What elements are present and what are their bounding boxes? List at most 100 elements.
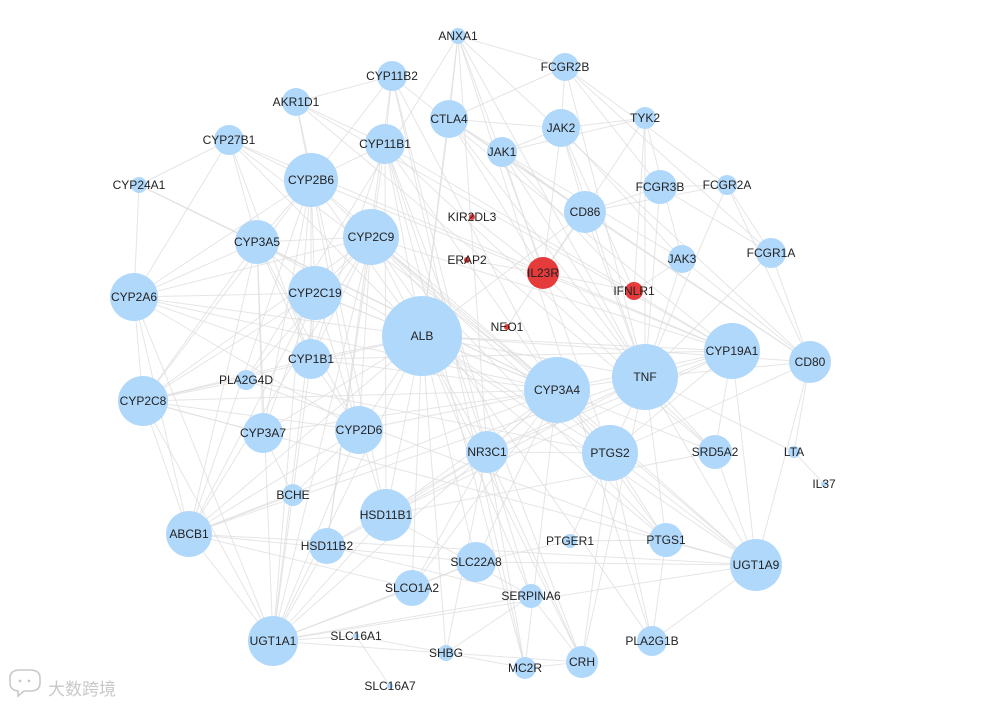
node-label-ifnlr1: IFNLR1 <box>613 284 655 298</box>
node-fcgr2a[interactable] <box>717 175 737 195</box>
edge-cyp2b6-abcb1 <box>188 179 312 535</box>
node-il23r[interactable] <box>527 257 559 289</box>
edge-cyp2b6-cyp19a1 <box>310 179 733 352</box>
node-label-alb: ALB <box>411 329 434 343</box>
node-cyp2b6[interactable] <box>284 153 338 207</box>
node-il37[interactable] <box>821 481 827 487</box>
node-serpina6[interactable] <box>519 584 543 608</box>
node-mc2r[interactable] <box>514 657 536 679</box>
node-cyp1b1[interactable] <box>291 339 331 379</box>
node-label-hsd11b1: HSD11B1 <box>360 508 413 522</box>
node-label-hsd11b2: HSD11B2 <box>301 539 354 553</box>
node-label-ptgs2: PTGS2 <box>590 446 630 460</box>
node-neo1[interactable] <box>504 324 510 330</box>
node-ptgs1[interactable] <box>649 523 683 557</box>
node-cyp24a1[interactable] <box>131 177 147 193</box>
edge-cyp3a4-cyp2c8 <box>142 389 558 402</box>
node-jak2[interactable] <box>542 109 580 147</box>
node-label-slc16a7: SLC16A7 <box>364 679 416 693</box>
node-cyp19a1[interactable] <box>704 323 760 379</box>
node-akr1d1[interactable] <box>282 88 310 116</box>
node-cyp2a6[interactable] <box>110 273 158 321</box>
node-slc16a1[interactable] <box>353 633 359 639</box>
node-ugt1a1[interactable] <box>248 616 298 666</box>
node-slco1a2[interactable] <box>394 570 430 606</box>
edge-cyp2c9-cyp2a6 <box>133 236 372 298</box>
node-label-cd86: CD86 <box>570 205 601 219</box>
edge-cd80-jak3 <box>681 258 811 363</box>
node-abcb1[interactable] <box>166 511 212 557</box>
node-label-cyp2c19: CYP2C19 <box>288 286 342 300</box>
edge-cyp2d6-cyp2c8 <box>142 400 360 431</box>
node-tnf[interactable] <box>612 344 678 410</box>
node-label-crh: CRH <box>569 655 595 669</box>
node-cyp2c9[interactable] <box>343 209 399 265</box>
node-label-serpina6: SERPINA6 <box>501 589 561 603</box>
node-label-cyp3a4: CYP3A4 <box>534 383 580 397</box>
node-ctla4[interactable] <box>430 100 468 138</box>
edge-cyp3a4-cyp11b2 <box>391 75 558 391</box>
node-kir2dl3[interactable] <box>469 214 475 220</box>
node-hsd11b1[interactable] <box>360 489 412 541</box>
edge-cyp2d6-abcb1 <box>188 429 360 535</box>
edge-alb-ugt1a1 <box>272 335 423 642</box>
edge-cyp2b6-cyp2c8 <box>142 179 312 402</box>
node-cyp2c8[interactable] <box>118 376 168 426</box>
node-label-cyp2b6: CYP2B6 <box>288 173 334 187</box>
node-hsd11b2[interactable] <box>309 528 345 564</box>
node-ifnlr1[interactable] <box>625 282 643 300</box>
node-fcgr2b[interactable] <box>551 53 579 81</box>
node-label-cyp11b1: CYP11B1 <box>359 137 411 151</box>
edge-cyp11b2-akr1d1 <box>295 75 393 103</box>
node-bche[interactable] <box>282 484 304 506</box>
edge-nr3c1-hsd11b2 <box>326 451 488 547</box>
edge-layer <box>133 35 825 687</box>
node-cyp11b2[interactable] <box>377 61 407 91</box>
node-label-fcgr2b: FCGR2B <box>541 60 590 74</box>
node-label-cyp3a7: CYP3A7 <box>240 426 286 440</box>
node-label-erap2: ERAP2 <box>447 253 487 267</box>
node-label-jak2: JAK2 <box>547 121 576 135</box>
edge-cyp2d6-cyp3a5 <box>256 241 360 431</box>
edge-serpina6-shbg <box>445 595 532 654</box>
node-label-cyp2c9: CYP2C9 <box>348 230 395 244</box>
node-slc16a7[interactable] <box>387 683 393 689</box>
node-nr3c1[interactable] <box>466 431 508 473</box>
node-ugt1a9[interactable] <box>730 539 782 591</box>
node-pla2g1b[interactable] <box>637 626 667 656</box>
edge-crh-shbg <box>445 652 583 663</box>
node-cd86[interactable] <box>564 191 606 233</box>
node-pla2g4d[interactable] <box>236 370 256 390</box>
node-anxa1[interactable] <box>450 28 466 44</box>
node-crh[interactable] <box>566 646 598 678</box>
node-label-akr1d1: AKR1D1 <box>273 95 320 109</box>
node-cyp3a5[interactable] <box>235 220 279 264</box>
node-fcgr3b[interactable] <box>643 170 677 204</box>
node-cyp11b1[interactable] <box>365 124 405 164</box>
node-erap2[interactable] <box>464 257 470 263</box>
node-ptgs2[interactable] <box>582 425 638 481</box>
node-label-ptgs1: PTGS1 <box>646 533 686 547</box>
node-ptger1[interactable] <box>563 534 577 548</box>
node-cyp3a7[interactable] <box>243 413 283 453</box>
node-alb[interactable] <box>382 296 462 376</box>
node-lta[interactable] <box>788 446 800 458</box>
node-cyp3a4[interactable] <box>524 357 590 423</box>
node-cd80[interactable] <box>789 341 831 383</box>
node-cyp2d6[interactable] <box>335 406 383 454</box>
node-label-lta: LTA <box>784 445 804 459</box>
edge-cyp2a6-cyp1b1 <box>133 296 312 360</box>
node-srd5a2[interactable] <box>698 435 732 469</box>
node-label-cyp27b1: CYP27B1 <box>203 133 256 147</box>
node-label-fcgr3b: FCGR3B <box>636 180 685 194</box>
node-jak1[interactable] <box>487 137 517 167</box>
node-cyp2c19[interactable] <box>288 266 342 320</box>
node-shbg[interactable] <box>438 645 454 661</box>
node-slc22a8[interactable] <box>456 542 496 582</box>
node-label-cyp2a6: CYP2A6 <box>111 290 157 304</box>
node-tyk2[interactable] <box>634 107 656 129</box>
node-jak3[interactable] <box>668 245 696 273</box>
edge-cyp2c8-cyp1b1 <box>142 358 312 402</box>
node-cyp27b1[interactable] <box>214 125 244 155</box>
node-fcgr1a[interactable] <box>756 238 786 268</box>
